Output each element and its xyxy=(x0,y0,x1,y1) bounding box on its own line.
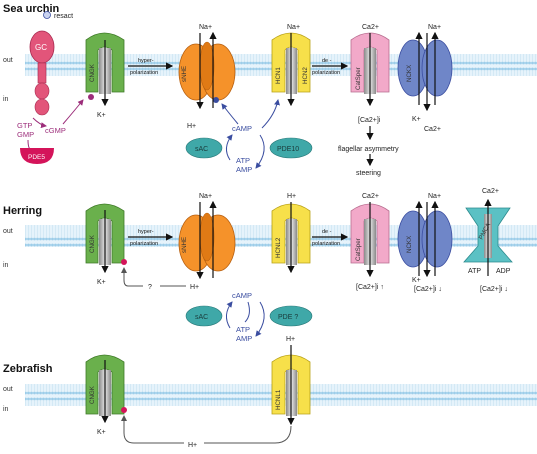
hcn1-label: HCN1 xyxy=(275,67,282,84)
resact-label: resact xyxy=(54,13,73,20)
cai-down-label: [Ca2+]i ↓ xyxy=(414,286,442,293)
gmp-label: GMP xyxy=(17,130,34,139)
cgmp-label: cGMP xyxy=(45,126,66,135)
k-label: K+ xyxy=(412,116,421,123)
ca-label: Ca2+ xyxy=(424,126,441,133)
section-title-zebrafish: Zebrafish xyxy=(3,363,53,375)
gtp-label: GTP xyxy=(17,121,32,130)
resact-ligand xyxy=(43,11,51,19)
nckx-exchanger-herring xyxy=(397,210,453,268)
camp-label: cAMP xyxy=(232,291,252,300)
gc-receptor xyxy=(29,30,55,116)
na-label: Na+ xyxy=(428,193,441,200)
pde-label: PDE ? xyxy=(278,314,298,321)
pde5-label: PDE5 xyxy=(28,154,45,161)
steering-label: steering xyxy=(356,170,381,177)
adp-label: ADP xyxy=(496,268,511,275)
ca-label: Ca2+ xyxy=(362,24,379,31)
pde5-enzyme xyxy=(20,148,54,164)
sac-label: sAC xyxy=(195,146,208,153)
h-top-label: H+ xyxy=(286,336,295,343)
hcnl1-label: HCNL1 xyxy=(275,389,282,410)
cai-down-label: [Ca2+]i ↓ xyxy=(480,286,508,293)
snhe-exchanger-sea-urchin xyxy=(178,41,236,101)
atp-label: ATP xyxy=(236,156,250,165)
depolarization-label-2: polarization xyxy=(312,241,340,247)
pde10-enzyme xyxy=(269,137,313,159)
gc-label: GC xyxy=(35,43,47,52)
h-label: H+ xyxy=(190,284,199,291)
ca-label: Ca2+ xyxy=(362,193,379,200)
hcn2-label: HCN2 xyxy=(302,67,309,84)
sac-enzyme xyxy=(185,305,223,327)
side-label-out: out xyxy=(3,228,13,235)
depolarization-label-2: polarization xyxy=(312,70,340,76)
side-label-out: out xyxy=(3,386,13,393)
side-label-in: in xyxy=(3,406,9,413)
question-label: ? xyxy=(148,284,152,291)
k-out-label: K+ xyxy=(97,112,106,119)
k-label: K+ xyxy=(97,279,106,286)
side-label-in: in xyxy=(3,262,9,269)
hyperpolarization-label-1: hyper- xyxy=(138,58,154,64)
sac-enzyme xyxy=(185,137,223,159)
nckx-exchanger-sea-urchin xyxy=(397,39,453,97)
hyperpolarization-label-1: hyper- xyxy=(138,229,154,235)
catsper-label: CatSper xyxy=(355,238,362,261)
depolarization-label-1: de - xyxy=(322,229,332,235)
nckx-label: NCKX xyxy=(406,65,413,82)
cai-label: [Ca2+]i xyxy=(358,117,381,124)
amp-label: AMP xyxy=(236,334,252,343)
k-label: K+ xyxy=(97,429,106,436)
cngk-label: CNGK xyxy=(89,385,96,404)
catsper-label: CatSper xyxy=(355,67,362,90)
na-label: Na+ xyxy=(199,24,212,31)
h-top-label: H+ xyxy=(287,193,296,200)
snhe-label: sNHE xyxy=(181,66,188,82)
h-label: H+ xyxy=(187,123,196,130)
hyperpolarization-label-2: polarization xyxy=(130,70,158,76)
cgmp-binding-site xyxy=(88,94,94,100)
hcnl2-label: HCNL2 xyxy=(275,237,282,258)
camp-label: cAMP xyxy=(232,124,252,133)
k-label: K+ xyxy=(412,277,421,284)
amp-label: AMP xyxy=(236,165,252,174)
h-bottom-label: H+ xyxy=(188,442,197,449)
snhe-label: sNHE xyxy=(181,237,188,253)
camp-binding-site xyxy=(213,97,219,103)
cngk-label: CNGK xyxy=(89,63,96,82)
zebrafish-binding-site xyxy=(121,407,127,413)
pde-enzyme xyxy=(269,305,313,327)
flagellar-asymmetry-label: flagellar asymmetry xyxy=(338,146,399,153)
pde10-label: PDE10 xyxy=(277,146,299,153)
cai-up-label: [Ca2+]i ↑ xyxy=(356,284,384,291)
na-label: Na+ xyxy=(428,24,441,31)
cngk-label: CNGK xyxy=(89,234,96,253)
atp-label: ATP xyxy=(468,268,481,275)
side-label-out: out xyxy=(3,57,13,64)
herring-binding-site xyxy=(121,259,127,265)
snhe-exchanger-herring xyxy=(178,212,236,272)
depolarization-label-1: de - xyxy=(322,58,332,64)
hyperpolarization-label-2: polarization xyxy=(130,241,158,247)
section-title-sea-urchin: Sea urchin xyxy=(3,3,60,15)
ca-label: Ca2+ xyxy=(482,188,499,195)
na-label: Na+ xyxy=(287,24,300,31)
sac-label: sAC xyxy=(195,314,208,321)
atp-label: ATP xyxy=(236,325,250,334)
section-title-herring: Herring xyxy=(3,205,42,217)
side-label-in: in xyxy=(3,96,9,103)
nckx-label: NCKX xyxy=(406,236,413,253)
na-label: Na+ xyxy=(199,193,212,200)
